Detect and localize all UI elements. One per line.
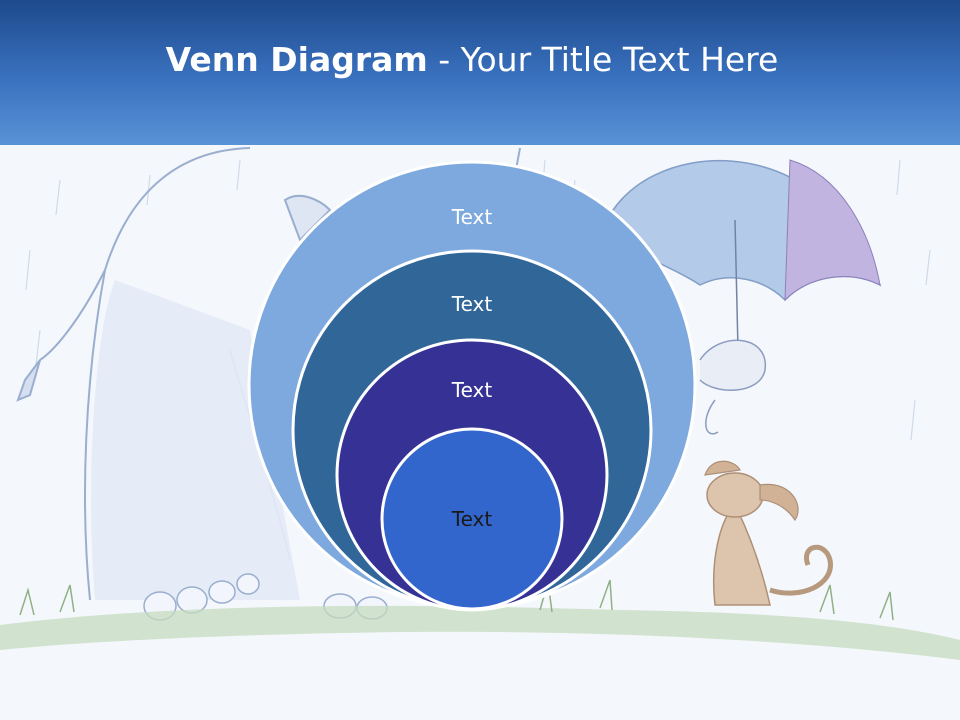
dog-sketch <box>704 460 833 606</box>
venn-circle-inner <box>380 427 564 611</box>
venn-label-second: Text <box>451 292 493 316</box>
umbrella <box>604 159 882 435</box>
elephant-body-shading <box>91 280 300 600</box>
title-bold-part: Venn Diagram <box>165 40 428 79</box>
background-illustration <box>0 147 960 660</box>
venn-circles <box>247 160 697 612</box>
title-regular-part: - Your Title Text Here <box>427 40 779 79</box>
slide-title: Venn Diagram - Your Title Text Here <box>0 40 944 79</box>
venn-label-third: Text <box>451 378 493 402</box>
venn-label-inner: Text <box>451 507 493 531</box>
title-banner: Venn Diagram - Your Title Text Here <box>0 0 960 145</box>
venn-labels: Text Text Text Text <box>451 205 493 531</box>
venn-label-outer: Text <box>451 205 493 229</box>
